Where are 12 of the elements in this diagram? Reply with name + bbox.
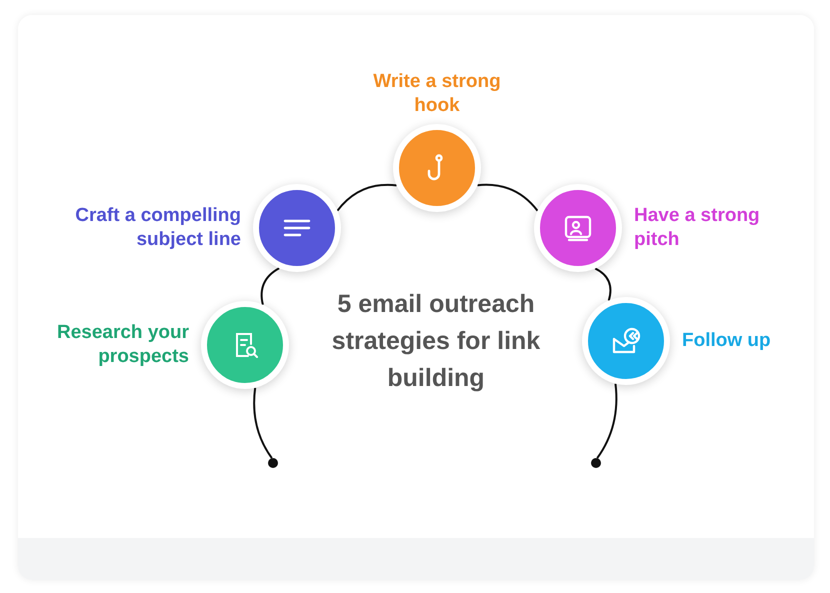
strategy-label: Craft a compelling subject line: [74, 204, 241, 252]
title: 5 email outreach strategies for link building: [330, 289, 542, 394]
strategy-label: Follow up: [682, 329, 772, 353]
strategy-label: Research your prospects: [56, 321, 189, 369]
arc-connector: [596, 384, 618, 459]
arc-connector: [594, 268, 612, 301]
arc-connector: [260, 267, 280, 305]
arc-connector: [477, 184, 538, 212]
strategy-label: Write a strong hook: [372, 70, 502, 118]
arc-connector: [336, 184, 397, 212]
arc-connector: [253, 388, 273, 459]
strategy-label: Have a strong pitch: [634, 204, 761, 252]
